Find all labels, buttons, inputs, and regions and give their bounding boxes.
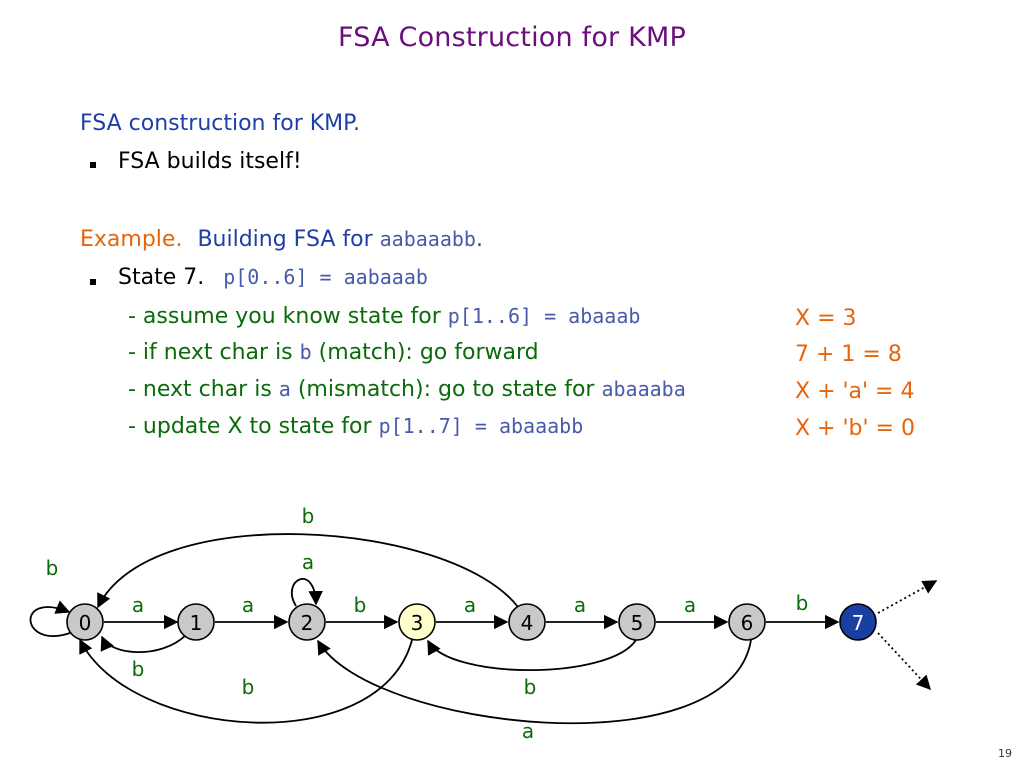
step-2-suffix: (match): go forward: [311, 340, 539, 365]
step-1: - assume you know state for p[1..6] = ab…: [128, 306, 640, 328]
label-edge-6-7: b: [796, 591, 809, 615]
label-self-2: a: [302, 550, 314, 574]
state-7-label: 7: [852, 611, 865, 635]
bullet-marker: [90, 279, 96, 285]
state-4-label: 4: [521, 611, 534, 635]
slide-title: FSA Construction for KMP: [337, 22, 687, 53]
edge-7-out-down: [877, 632, 931, 691]
state-3-label: 3: [411, 611, 424, 635]
step-3-code2: abaaaba: [601, 377, 686, 401]
state-4-node: [508, 603, 546, 641]
state-0-node: [66, 603, 104, 641]
label-self-0: b: [46, 556, 59, 580]
example-text: Building FSA for: [197, 227, 380, 252]
step-3-prefix: - next char is: [128, 377, 279, 402]
state-6-node: [728, 603, 766, 641]
step-3-code: a: [278, 377, 291, 401]
step-4-prefix: - update X to state for: [128, 414, 379, 439]
example-label: Example.: [80, 227, 183, 252]
fsa-diagram: 0 1 2 3 4 5 6 7 a a b a a a b b a b b b …: [29, 504, 938, 743]
label-edge-0-1: a: [132, 593, 144, 617]
step-1-value: X = 3: [795, 306, 857, 331]
label-edge-1-0: b: [132, 657, 145, 681]
step-4-value: X + 'b' = 0: [795, 416, 915, 441]
step-2-prefix: - if next char is: [128, 340, 300, 365]
label-edge-5-6: a: [684, 593, 696, 617]
step-3-suffix: (mismatch): go to state for: [290, 377, 602, 402]
edge-3-0: [79, 638, 413, 724]
state-1-node: [177, 603, 215, 641]
label-edge-3-0: b: [242, 675, 255, 699]
edge-6-2: [317, 639, 752, 725]
label-edge-1-2: a: [242, 593, 254, 617]
step-3-value: X + 'a' = 4: [795, 379, 915, 404]
state-line: State 7. p[0..6] = aabaaab: [118, 267, 428, 289]
bullet-marker: [90, 162, 96, 168]
state-5-node: [618, 603, 656, 641]
label-edge-4-5: a: [574, 593, 586, 617]
label-edge-2-3: b: [354, 593, 367, 617]
state-0-label: 0: [79, 611, 92, 635]
state-3-node: [398, 603, 436, 641]
step-1-prefix: - assume you know state for: [128, 304, 448, 329]
step-2-code: b: [299, 340, 312, 364]
state-6-label: 6: [741, 611, 754, 635]
state-code: p[0..6] = aabaaab: [223, 265, 428, 289]
state-2-label: 2: [301, 611, 314, 635]
example-line: Example. Building FSA for aabaaabb.: [80, 229, 483, 251]
label-edge-5-3: b: [524, 675, 537, 699]
state-5-label: 5: [631, 611, 644, 635]
example-pattern: aabaaabb: [379, 227, 476, 251]
edge-self-0: [29, 600, 71, 637]
label-edge-3-4: a: [464, 593, 476, 617]
step-3: - next char is a (mismatch): go to state…: [128, 379, 686, 401]
state-1-label: 1: [190, 611, 203, 635]
step-2: - if next char is b (match): go forward: [128, 342, 539, 364]
edge-self-2: [290, 578, 323, 607]
step-4: - update X to state for p[1..7] = abaaab…: [128, 416, 583, 438]
edge-7-out-up: [877, 580, 938, 614]
edge-1-0: [100, 634, 187, 653]
state-2-node: [288, 603, 326, 641]
page-number: 19: [998, 747, 1012, 760]
example-period: .: [475, 227, 483, 252]
step-4-code: p[1..7] = abaaabb: [378, 414, 584, 438]
edge-4-0: [97, 533, 519, 609]
state-label: State 7.: [118, 265, 205, 290]
bullet-builds-itself: FSA builds itself!: [118, 149, 302, 174]
step-2-value: 7 + 1 = 8: [795, 342, 902, 367]
label-edge-6-2: a: [522, 719, 534, 743]
label-edge-4-0: b: [302, 504, 315, 528]
heading: FSA construction for KMP.: [80, 111, 360, 136]
edge-5-3: [427, 639, 637, 672]
step-1-code: p[1..6] = abaaab: [447, 304, 641, 328]
state-7-node: [839, 603, 877, 641]
